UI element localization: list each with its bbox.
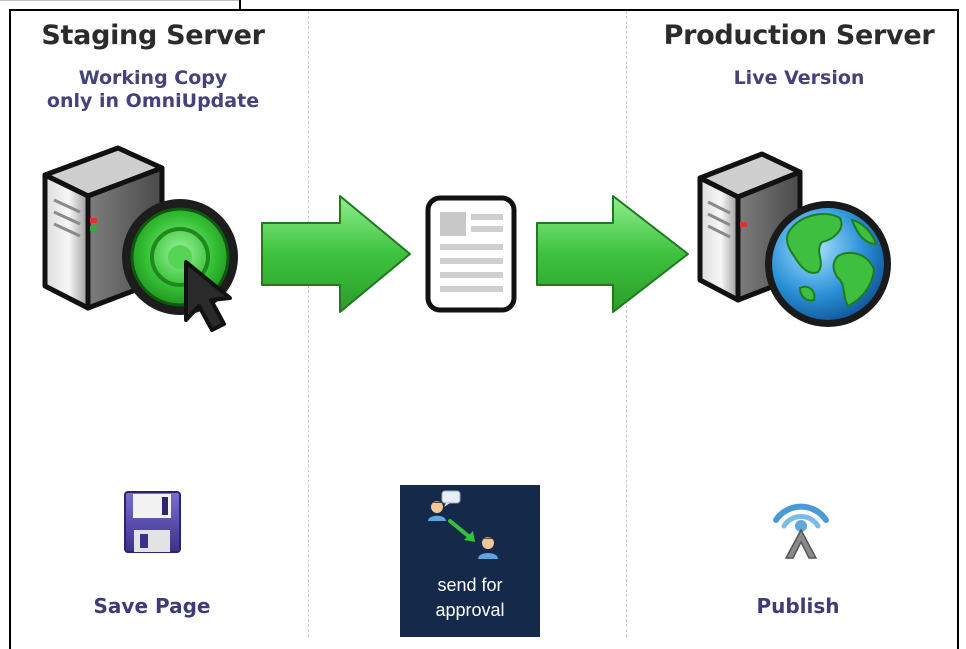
- staging-subtitle-line1: Working Copy: [78, 67, 228, 89]
- top-tick: [239, 0, 241, 10]
- top-rule: [0, 0, 240, 1]
- staging-subtitle-line2: only in OmniUpdate: [46, 90, 260, 112]
- publish-broadcast-icon: [773, 503, 829, 559]
- arrow-right-icon: [261, 195, 411, 313]
- column-divider-left: [308, 11, 309, 637]
- publish-label: Publish: [756, 594, 840, 618]
- send-for-approval-label: send for approval: [400, 573, 540, 623]
- production-server-globe-icon: [697, 151, 891, 327]
- save-page-label: Save Page: [93, 594, 211, 618]
- document-icon: [425, 195, 517, 313]
- diagram-border: [9, 9, 959, 649]
- send-for-approval-button[interactable]: send for approval: [400, 485, 540, 637]
- production-server-title: Production Server: [663, 20, 935, 51]
- approval-line1: send for: [437, 575, 503, 595]
- staging-subtitle: Working Copy only in OmniUpdate: [22, 67, 284, 113]
- staging-server-title: Staging Server: [41, 20, 265, 51]
- send-for-approval-icon: [428, 490, 498, 559]
- floppy-disk-icon: [124, 491, 181, 553]
- column-divider-right: [626, 11, 627, 637]
- staging-server-cursor-icon: [42, 145, 238, 332]
- production-subtitle: Live Version: [733, 67, 865, 89]
- approval-line2: approval: [435, 600, 505, 620]
- arrow-right-icon: [536, 195, 689, 313]
